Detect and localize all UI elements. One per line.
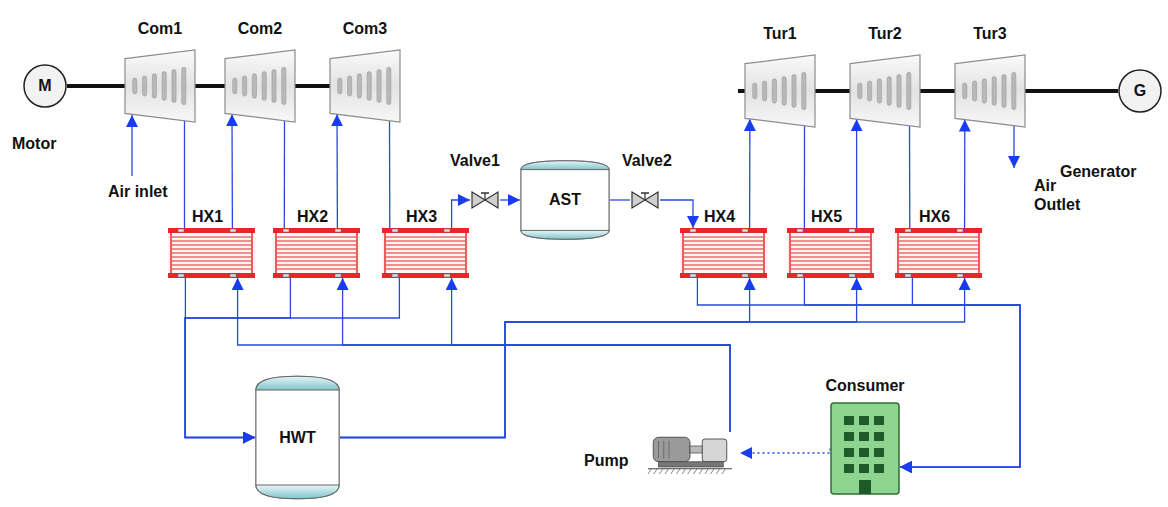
shaft-line [67,84,125,88]
flow-connector [284,121,286,228]
node-label: Tur1 [705,25,855,43]
flow-connector [185,278,255,438]
node-label: Generator [1060,163,1136,181]
flow-connector [452,200,470,228]
flow-connector [336,114,338,228]
heat-exchanger-shape [787,228,874,278]
heat-exchanger-shape [680,228,767,278]
tank-node: AST [520,160,610,240]
node-label: HWT [255,428,340,446]
node-label: Valve2 [622,152,672,170]
node-label: AST [520,191,610,209]
node-label: M [23,77,67,95]
flow-connector [804,126,805,228]
valve-node: Valve2 [630,190,660,210]
node-label: Tur3 [915,25,1065,43]
heat-exchanger-shape [168,228,255,278]
heat-exchanger-shape [273,228,360,278]
shaft-line [815,89,850,93]
flow-connector [964,120,966,228]
flow-connector [184,121,185,228]
turbine-shaft-stub [738,89,745,93]
turbomachine-shape [955,55,1025,127]
hx-node: HX1 [168,228,255,278]
shaft-line [295,84,330,88]
flow-connector [749,119,751,228]
flow-connector [340,278,857,438]
shaft-line [195,84,225,88]
air-inlet-arrow [131,115,132,176]
turbomachine-shape [330,50,400,122]
pump-symbol [640,432,740,474]
node-label: HX4 [704,208,735,226]
hx-node: HX6 [895,228,982,278]
valve-symbol [470,190,500,210]
flow-connector [389,121,391,228]
flow-connector [610,199,630,200]
node-label: Tur2 [810,25,960,43]
node-label: Com2 [185,20,335,38]
node-label: Com1 [85,20,235,38]
node-label: Valve1 [450,152,500,170]
node-label: Consumer [790,377,940,395]
circle-node: GGenerator [1118,69,1162,113]
node-label: HX3 [406,208,437,226]
flow-connector [909,126,911,228]
flow-connector [231,114,233,228]
trap-node: Com3 [330,50,400,122]
node-label: HX5 [811,208,842,226]
turbomachine-shape [745,55,815,127]
turbomachine-shape [125,50,195,122]
valve-symbol [630,190,660,210]
hx-node: HX5 [787,228,874,278]
node-label: Com3 [290,20,440,38]
trap-node: Tur2 [850,55,920,127]
flow-connector [660,200,693,228]
node-label: Pump [584,452,628,470]
hx-node: HX2 [273,228,360,278]
turbomachine-shape [225,50,295,122]
flow-connector [500,199,520,200]
hx-node: HX4 [680,228,767,278]
building-icon [830,402,900,495]
node-label: HX1 [192,208,223,226]
flow-connector [343,278,730,432]
flow-label: Air inlet [108,182,170,201]
valve-node: Valve1 [470,190,500,210]
hx-node: HX3 [382,228,469,278]
trap-node: Com1 [125,50,195,122]
node-label: HX2 [297,208,328,226]
trap-node: Tur3 [955,55,1025,127]
trap-node: Com2 [225,50,295,122]
flow-connector [740,449,830,454]
shaft-line [1025,89,1118,93]
turbomachine-shape [850,55,920,127]
building-node: Consumer [830,402,900,495]
flow-connector [900,278,1020,467]
node-label: HX6 [919,208,950,226]
node-label: G [1118,82,1162,100]
shaft-line [920,89,955,93]
heat-exchanger-shape [895,228,982,278]
air-outlet-arrow [1013,126,1014,168]
heat-exchanger-shape [382,228,469,278]
flow-connector [340,278,750,438]
flow-connector [452,278,730,432]
flow-connector [856,119,857,228]
circle-node: MMotor [23,64,67,108]
tank-node: HWT [255,375,340,500]
pump-node: Pump [640,432,740,474]
trap-node: Tur1 [745,55,815,127]
flow-label: Air Outlet [1034,176,1096,214]
node-label: Motor [12,135,56,153]
